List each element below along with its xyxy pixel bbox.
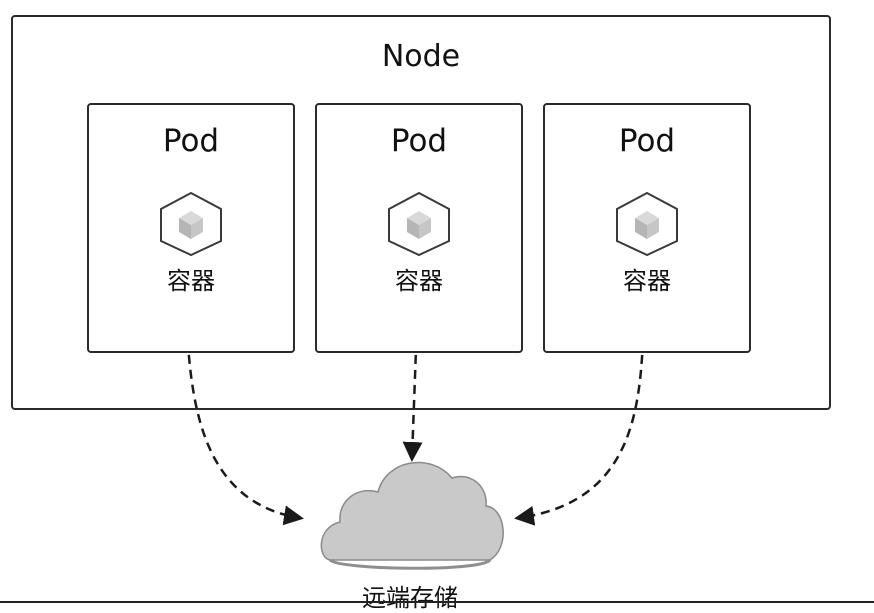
pod-box: Pod 容器 [315, 103, 523, 353]
divider [0, 601, 874, 603]
node-title: Node [381, 39, 461, 74]
pod-title: Pod [390, 123, 448, 159]
pod-box: Pod 容器 [543, 103, 751, 353]
node-box: Node [11, 15, 831, 410]
pod-title: Pod [618, 123, 676, 159]
container-cube-icon [388, 191, 450, 257]
cloud-icon [320, 461, 504, 570]
pod-box: Pod 容器 [87, 103, 295, 353]
container-cube-icon [160, 191, 222, 257]
container-label: 容器 [623, 267, 671, 295]
arrow-pod2-to-storage [402, 294, 423, 462]
container-label: 容器 [167, 267, 215, 295]
container-label: 容器 [395, 267, 443, 295]
storage-label: 远端存储 [362, 584, 458, 612]
container-cube-icon [616, 191, 678, 257]
pod-title: Pod [162, 123, 220, 159]
